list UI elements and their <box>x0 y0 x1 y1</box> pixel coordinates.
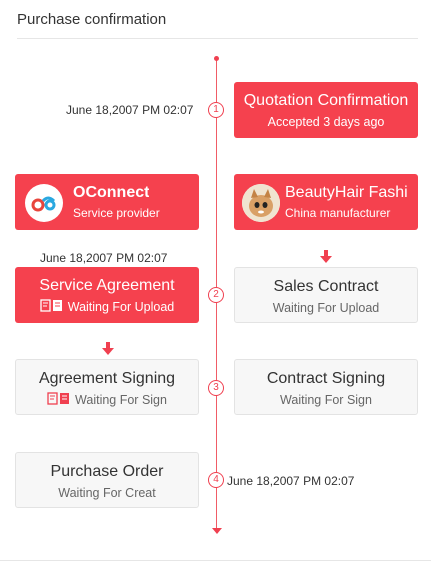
contract-signing-status: Waiting For Sign <box>280 393 372 407</box>
purchase-order-status: Waiting For Creat <box>58 486 156 500</box>
step-4-marker: 4 <box>208 472 224 488</box>
service-agreement-title: Service Agreement <box>39 277 175 294</box>
service-agreement-card[interactable]: Service Agreement Waiting For Upload <box>15 267 199 323</box>
quotation-card[interactable]: Quotation Confirmation Accepted 3 days a… <box>234 82 418 138</box>
agreement-signing-title: Agreement Signing <box>38 370 176 387</box>
cat-avatar-icon <box>242 184 280 222</box>
bottom-divider <box>0 560 431 561</box>
service-agreement-status: Waiting For Upload <box>67 300 175 314</box>
step-2-time: June 18,2007 PM 02:07 <box>40 251 168 265</box>
step-4-time: June 18,2007 PM 02:07 <box>227 474 355 488</box>
step-2-marker: 2 <box>208 287 224 303</box>
purchase-order-card[interactable]: Purchase Order Waiting For Creat <box>15 452 199 508</box>
contract-signing-card[interactable]: Contract Signing Waiting For Sign <box>234 359 418 415</box>
quotation-status: Accepted 3 days ago <box>267 115 385 129</box>
step-1-marker: 1 <box>208 102 224 118</box>
sales-contract-status: Waiting For Upload <box>272 301 380 315</box>
arrow-down-icon <box>320 250 332 263</box>
purchase-order-title: Purchase Order <box>50 463 164 480</box>
provider-role: Service provider <box>73 206 160 220</box>
buyer-role: China manufacturer <box>285 206 391 220</box>
buyer-card[interactable]: BeautyHair Fashi China manufacturer <box>234 174 418 230</box>
oconnect-logo-icon <box>25 184 63 222</box>
arrow-down-icon <box>102 342 114 355</box>
page-title: Purchase confirmation <box>17 11 167 28</box>
agreement-signing-status: Waiting For Sign <box>75 393 167 407</box>
step-1-time: June 18,2007 PM 02:07 <box>66 103 194 117</box>
document-sign-icon <box>47 392 71 409</box>
sales-contract-title: Sales Contract <box>273 278 379 295</box>
timeline-start-dot <box>214 56 219 61</box>
quotation-title: Quotation Confirmation <box>243 92 409 109</box>
step-3-marker: 3 <box>208 380 224 396</box>
agreement-signing-card[interactable]: Agreement Signing Waiting For Sign <box>15 359 199 415</box>
provider-name: OConnect <box>73 184 150 201</box>
document-edit-icon <box>40 299 64 316</box>
title-divider <box>17 38 418 39</box>
contract-signing-title: Contract Signing <box>266 370 386 387</box>
buyer-name: BeautyHair Fashi <box>285 184 408 201</box>
provider-card[interactable]: OConnect Service provider <box>15 174 199 230</box>
sales-contract-card[interactable]: Sales Contract Waiting For Upload <box>234 267 418 323</box>
timeline-end-arrow-icon <box>212 528 222 534</box>
